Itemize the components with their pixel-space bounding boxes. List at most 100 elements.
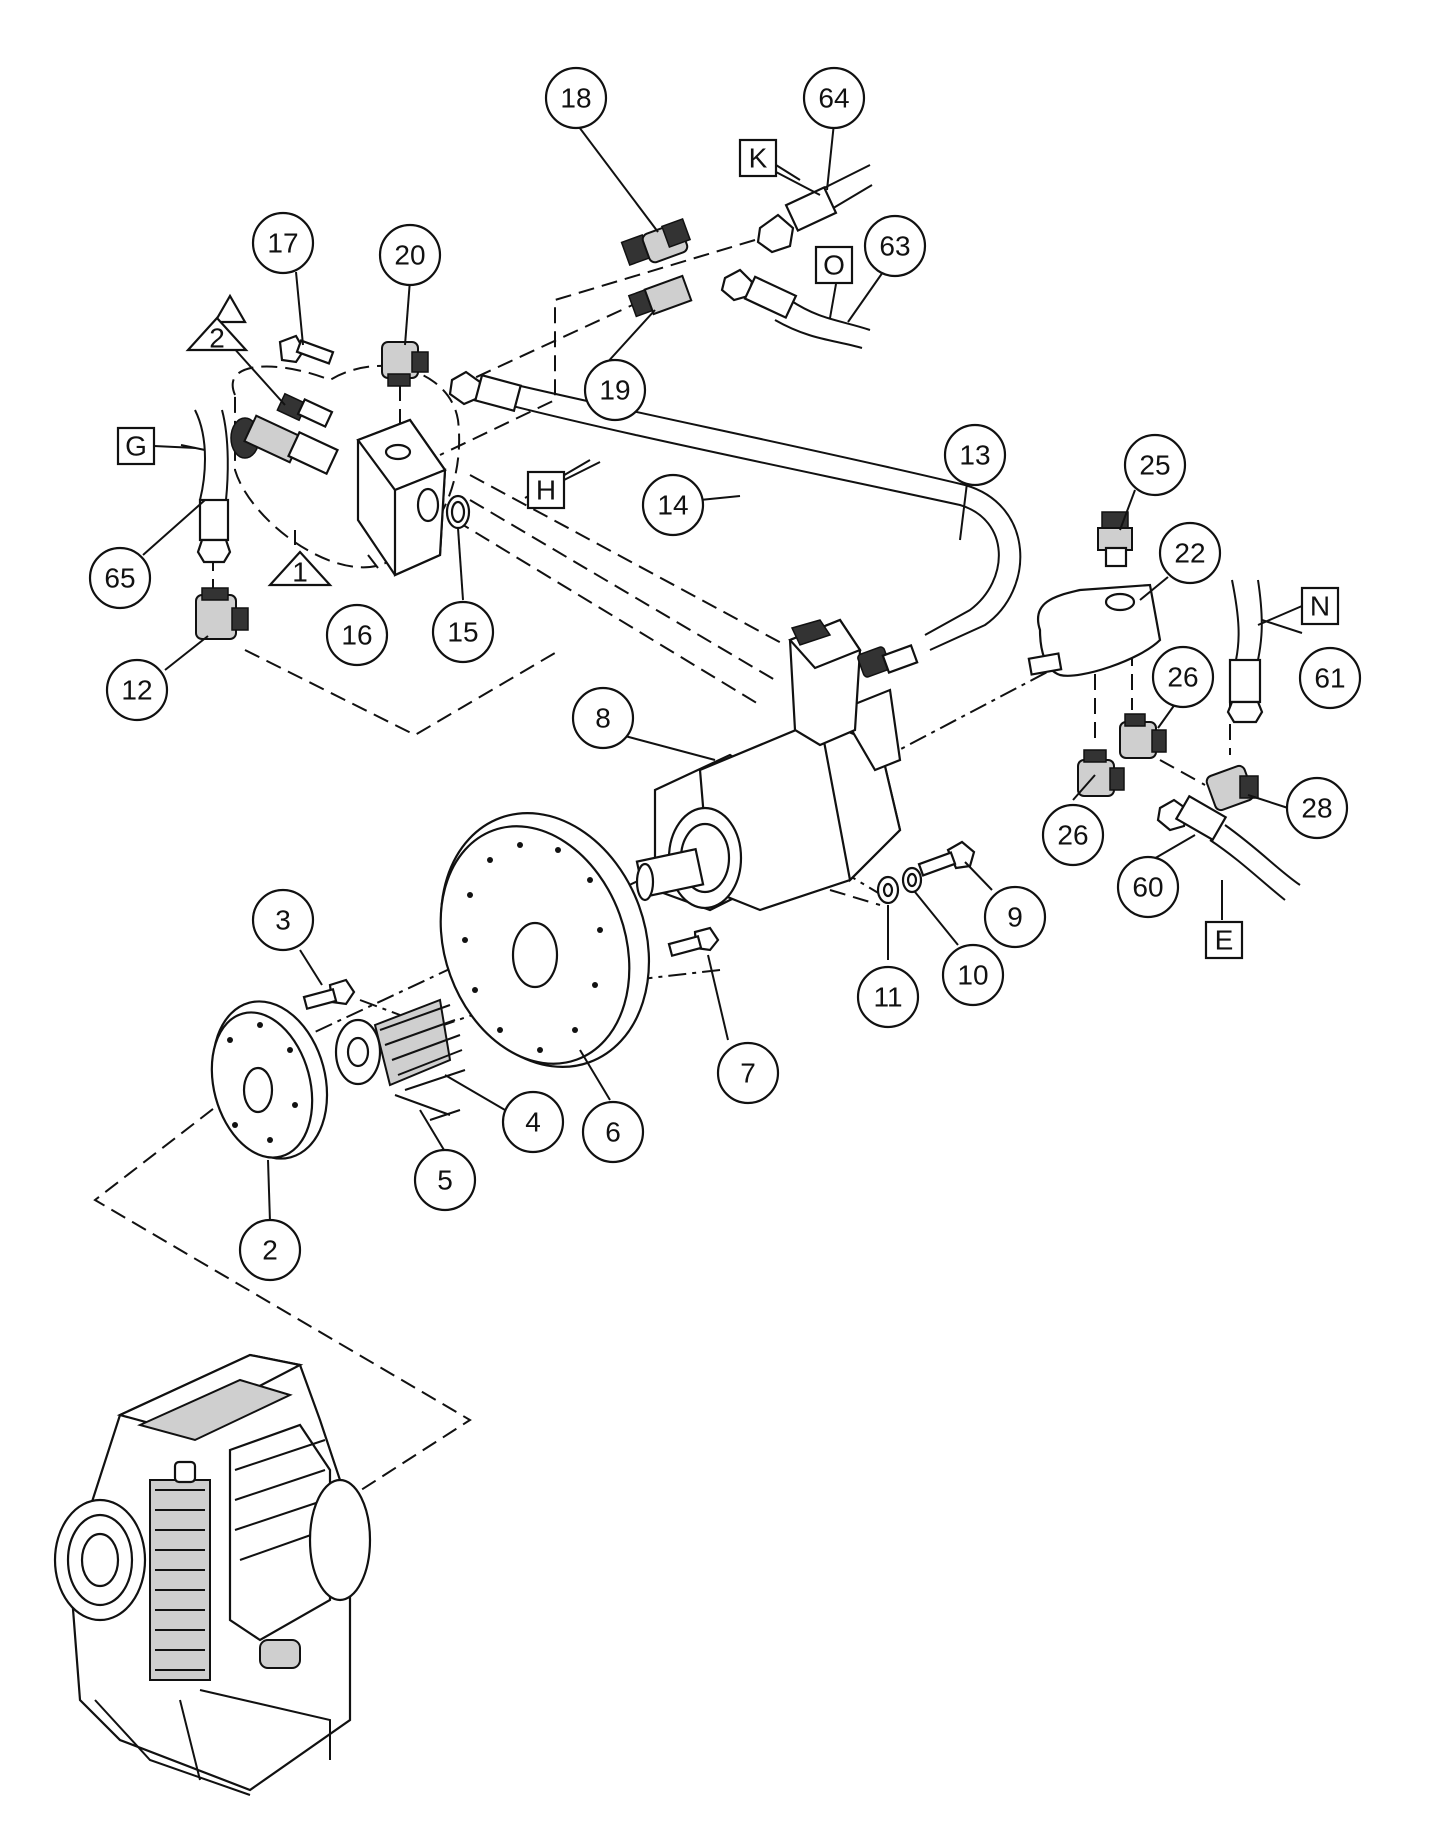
- fitting-12-elbow: [195, 587, 249, 640]
- tag-H: H: [526, 470, 566, 510]
- callout-26-lower: 26: [1041, 803, 1105, 867]
- callout-4: 4: [501, 1090, 565, 1154]
- callout-28: 28: [1285, 776, 1349, 840]
- tag-E: E: [1204, 920, 1244, 960]
- callout-65-label: 65: [104, 563, 135, 594]
- callout-19-label: 19: [599, 375, 630, 406]
- callouts: 18 64 17 20 63 19 13 14 25 22 65 16 15 1…: [88, 66, 1362, 1282]
- fitting-18-elbow: [620, 217, 692, 266]
- callout-6: 6: [581, 1100, 645, 1164]
- bolt-3: [302, 978, 356, 1011]
- callout-19: 19: [583, 358, 647, 422]
- diesel-engine: [53, 1353, 372, 1796]
- hose-60-fitting: [1156, 794, 1228, 842]
- cartridge-1: [230, 414, 339, 476]
- triangle-tags: 2 1: [185, 293, 333, 588]
- hoses: [194, 164, 1301, 901]
- callout-14: 14: [641, 473, 705, 537]
- callout-10-label: 10: [957, 960, 988, 991]
- fitting-25: [1097, 511, 1133, 568]
- callout-7: 7: [716, 1041, 780, 1105]
- callout-18-label: 18: [560, 83, 591, 114]
- tag-G-label: G: [125, 431, 147, 462]
- callout-61-label: 61: [1314, 663, 1345, 694]
- adapter-plate-6: [439, 812, 651, 1068]
- callout-10: 10: [941, 943, 1005, 1007]
- callout-13: 13: [943, 423, 1007, 487]
- triangle-tag-2: 2: [185, 293, 249, 354]
- triangle-tag-1-label: 1: [292, 557, 308, 588]
- callout-22-label: 22: [1174, 538, 1205, 569]
- callout-65: 65: [88, 546, 152, 610]
- coupling-hub-4: [334, 998, 452, 1087]
- callout-11: 11: [856, 965, 920, 1029]
- hose-61-fitting: [1226, 658, 1264, 724]
- callout-14-label: 14: [657, 490, 688, 521]
- bolt-17: [278, 334, 335, 365]
- callout-13-label: 13: [959, 440, 990, 471]
- tag-O: O: [814, 245, 854, 285]
- callout-63-label: 63: [879, 231, 910, 262]
- callout-12-label: 12: [121, 675, 152, 706]
- callout-64-label: 64: [818, 83, 849, 114]
- callout-2-label: 2: [262, 1235, 278, 1266]
- callout-61: 61: [1298, 646, 1362, 710]
- box-tags: K O G H N E: [116, 138, 1340, 960]
- callout-64: 64: [802, 66, 866, 130]
- callout-12: 12: [105, 658, 169, 722]
- tag-G: G: [116, 426, 156, 466]
- callout-16-label: 16: [341, 620, 372, 651]
- coupling-chain-5: [379, 1004, 466, 1121]
- callout-5-label: 5: [437, 1165, 453, 1196]
- elbow-26-upper: [1119, 713, 1167, 759]
- callout-15-label: 15: [447, 617, 478, 648]
- callout-3-label: 3: [275, 905, 291, 936]
- hose-14-end: [448, 370, 523, 413]
- callout-5: 5: [413, 1148, 477, 1212]
- callout-9: 9: [983, 885, 1047, 949]
- callout-2: 2: [238, 1218, 302, 1282]
- tag-E-label: E: [1215, 925, 1234, 956]
- hydraulic-pump-8: [635, 618, 919, 912]
- bolt-9: [917, 840, 976, 877]
- callout-60-label: 60: [1132, 872, 1163, 903]
- valve-block-16: [356, 418, 447, 577]
- o-ring-15: [445, 494, 471, 530]
- callout-60: 60: [1116, 855, 1180, 919]
- tag-K-label: K: [749, 143, 768, 174]
- tag-O-label: O: [823, 250, 845, 281]
- callout-25-label: 25: [1139, 450, 1170, 481]
- callout-8: 8: [571, 686, 635, 750]
- callout-17: 17: [251, 211, 315, 275]
- triangle-tag-2-label: 2: [209, 323, 225, 354]
- triangle-tag-1: 1: [267, 550, 333, 588]
- fitting-19-straight: [627, 274, 693, 318]
- callout-7-label: 7: [740, 1058, 756, 1089]
- hose-65-fitting: [196, 498, 232, 564]
- hose-63-fitting: [720, 268, 798, 320]
- callout-9-label: 9: [1007, 902, 1023, 933]
- callout-6-label: 6: [605, 1117, 621, 1148]
- tag-H-label: H: [536, 475, 556, 506]
- callout-20: 20: [378, 223, 442, 287]
- tag-N: N: [1300, 586, 1340, 626]
- flange-2: [210, 1000, 329, 1160]
- callout-11-label: 11: [873, 982, 902, 1013]
- callout-20-label: 20: [394, 240, 425, 271]
- flat-washer-11: [876, 875, 900, 905]
- callout-3: 3: [251, 888, 315, 952]
- lock-washer-10: [901, 866, 923, 894]
- callout-26-upper-label: 26: [1167, 662, 1198, 693]
- bolt-7: [667, 926, 720, 958]
- cartridge-2: [276, 392, 334, 429]
- callout-17-label: 17: [267, 228, 298, 259]
- hose-64-fitting: [756, 185, 838, 254]
- callout-15: 15: [431, 600, 495, 664]
- callout-25: 25: [1123, 433, 1187, 497]
- callout-22: 22: [1158, 521, 1222, 585]
- tag-K: K: [738, 138, 778, 178]
- manifold-block-22: [1027, 583, 1162, 677]
- callout-16: 16: [325, 603, 389, 667]
- callout-63: 63: [863, 214, 927, 278]
